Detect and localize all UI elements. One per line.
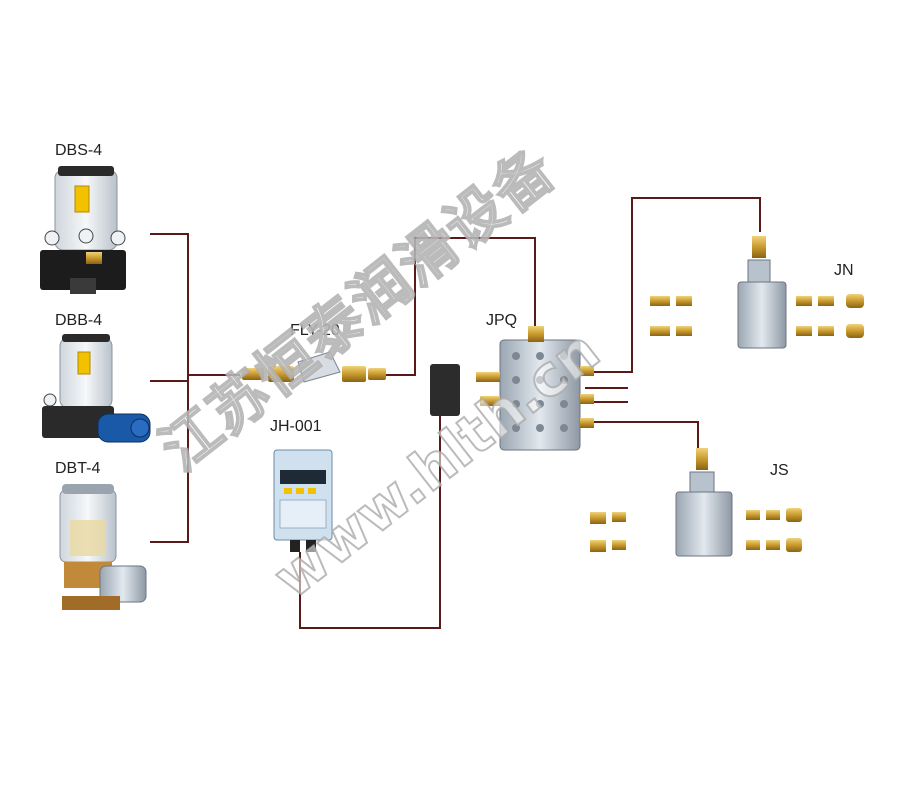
label-js: JS [770, 462, 789, 479]
fly-to-jpq-line [385, 237, 536, 376]
jh001-controller [273, 449, 333, 552]
label-dbb4: DBB-4 [55, 312, 103, 329]
jn-distributor [650, 236, 864, 349]
pipe-lines [150, 197, 761, 629]
jpq-to-jn-line [585, 197, 761, 373]
dbt4-pump [59, 484, 147, 610]
jpq-distributor [430, 326, 594, 451]
gauge-icon [44, 230, 60, 246]
jh-sensor-line [299, 410, 441, 629]
js-distributor [590, 448, 802, 557]
gauge-icon [110, 230, 126, 246]
fly20-filter [242, 351, 386, 383]
jpq-outlet-lines [585, 387, 699, 450]
label-fly20: FLY-20 [290, 322, 340, 339]
dbs4-pump [40, 166, 126, 294]
dbb4-pump [42, 334, 151, 443]
gauge-icon [43, 393, 57, 407]
label-jh001: JH-001 [270, 418, 322, 435]
label-dbs4: DBS-4 [55, 142, 103, 159]
pump-collector-line [150, 233, 240, 543]
label-dbt4: DBT-4 [55, 460, 101, 477]
gauge-icon [78, 228, 94, 244]
label-jpq: JPQ [486, 312, 518, 329]
label-jn: JN [834, 262, 854, 279]
